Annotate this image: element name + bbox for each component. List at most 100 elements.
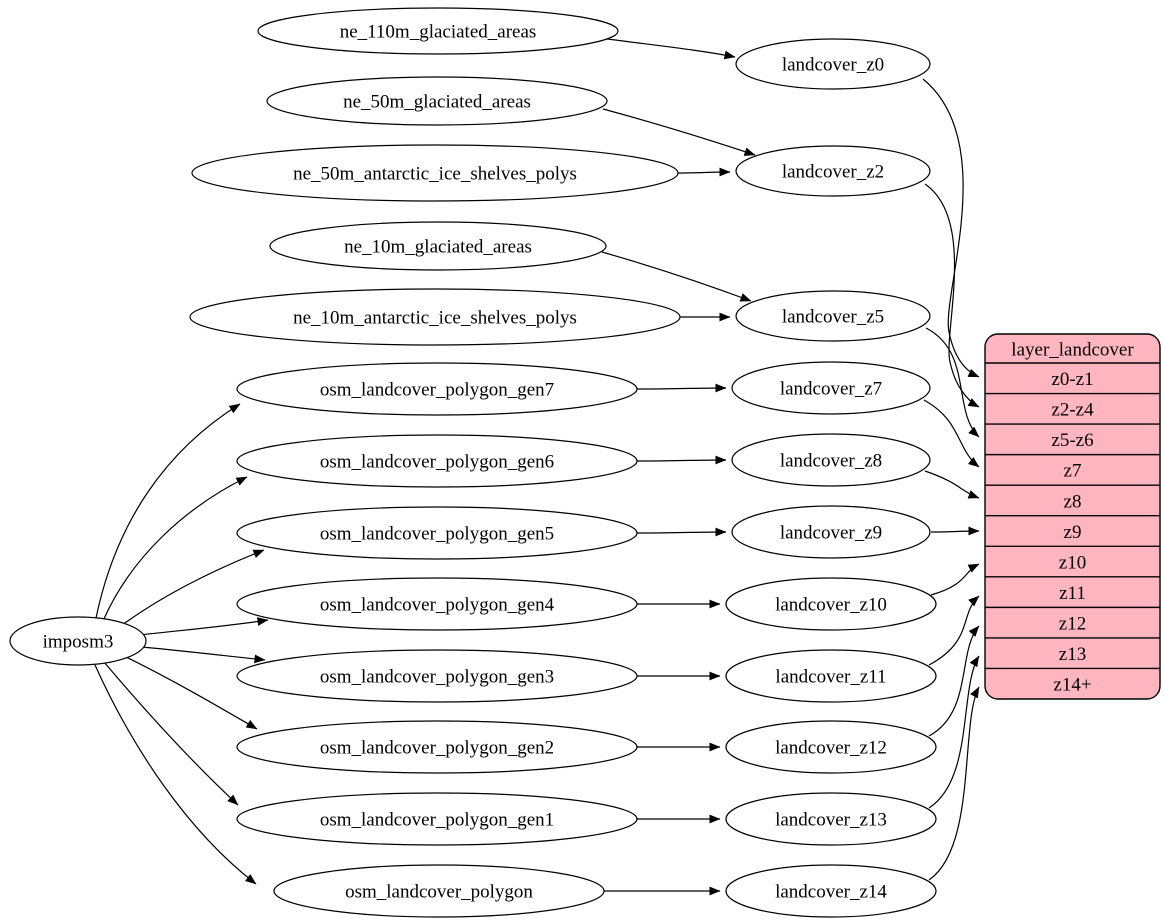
node-ellipse bbox=[735, 290, 931, 342]
node-ne_50m_glaciated_areas: ne_50m_glaciated_areas bbox=[266, 76, 608, 126]
edge-ne_110m_glaciated_areas-to-landcover_z0 bbox=[599, 37, 736, 60]
node-label: ne_50m_antarctic_ice_shelves_polys bbox=[293, 163, 577, 184]
node-label: landcover_z8 bbox=[780, 450, 882, 471]
edge-imposm3-to-osm_landcover_polygon_gen4 bbox=[139, 617, 269, 636]
node-label: landcover_z7 bbox=[780, 378, 882, 399]
table-layer_landcover: layer_landcoverz0-z1z2-z4z5-z6z7z8z9z10z… bbox=[984, 333, 1161, 700]
edge-landcover_z14-to-row_z14+ bbox=[928, 686, 980, 881]
table-row-label-z14+: z14+ bbox=[1053, 675, 1091, 696]
node-ellipse bbox=[731, 433, 931, 487]
node-ellipse bbox=[236, 362, 638, 416]
edge-imposm3-to-osm_landcover_polygon_gen6 bbox=[102, 476, 248, 622]
table-row-label-z2-z4: z2-z4 bbox=[1051, 400, 1094, 421]
node-ne_10m_antarctic_ice_shelves_polys: ne_10m_antarctic_ice_shelves_polys bbox=[189, 288, 681, 346]
node-label: landcover_z14 bbox=[775, 881, 887, 902]
node-ellipse bbox=[257, 7, 619, 55]
node-ellipse bbox=[725, 720, 937, 774]
node-label: osm_landcover_polygon_gen7 bbox=[320, 379, 554, 400]
node-ellipse bbox=[236, 506, 638, 560]
node-ellipse bbox=[236, 720, 638, 774]
node-landcover_z0: landcover_z0 bbox=[735, 38, 931, 90]
edge-landcover_z13-to-row_z13 bbox=[928, 655, 980, 809]
node-ne_110m_glaciated_areas: ne_110m_glaciated_areas bbox=[257, 7, 619, 55]
node-ellipse bbox=[725, 577, 937, 631]
table-row-label-z0-z1: z0-z1 bbox=[1051, 369, 1093, 390]
node-label: landcover_z2 bbox=[782, 161, 884, 182]
node-label: ne_10m_antarctic_ice_shelves_polys bbox=[293, 307, 577, 328]
edge-ne_50m_antarctic_ice_shelves_polys-to-landcover_z2 bbox=[677, 167, 731, 177]
node-ellipse bbox=[266, 76, 608, 126]
node-label: landcover_z10 bbox=[775, 594, 887, 615]
edge-landcover_z2-to-row_z2-z4 bbox=[924, 183, 980, 408]
edge-landcover_z9-to-row_z9 bbox=[930, 526, 980, 536]
node-landcover_z9: landcover_z9 bbox=[731, 505, 931, 559]
node-osm_landcover_polygon_gen7: osm_landcover_polygon_gen7 bbox=[236, 362, 638, 416]
node-ellipse bbox=[731, 505, 931, 559]
edge-ne_10m_glaciated_areas-to-landcover_z5 bbox=[601, 251, 752, 302]
node-osm_landcover_polygon_gen5: osm_landcover_polygon_gen5 bbox=[236, 506, 638, 560]
node-ellipse bbox=[236, 434, 638, 488]
node-label: osm_landcover_polygon_gen1 bbox=[320, 809, 554, 830]
node-ellipse bbox=[191, 144, 679, 202]
edge-osm_landcover_polygon_gen5-to-landcover_z9 bbox=[636, 527, 727, 537]
node-ellipse bbox=[725, 792, 937, 846]
node-label: landcover_z9 bbox=[780, 522, 882, 543]
node-osm_landcover_polygon_gen1: osm_landcover_polygon_gen1 bbox=[236, 792, 638, 846]
node-ellipse bbox=[735, 38, 931, 90]
node-landcover_z8: landcover_z8 bbox=[731, 433, 931, 487]
table-row-label-z12: z12 bbox=[1059, 613, 1086, 634]
node-label: osm_landcover_polygon_gen5 bbox=[320, 523, 554, 544]
edge-imposm3-to-osm_landcover_polygon bbox=[94, 664, 257, 885]
node-landcover_z14: landcover_z14 bbox=[725, 864, 937, 918]
edge-imposm3-to-osm_landcover_polygon_gen7 bbox=[95, 403, 241, 619]
node-label: ne_10m_glaciated_areas bbox=[344, 236, 532, 257]
node-landcover_z11: landcover_z11 bbox=[725, 649, 937, 703]
node-landcover_z5: landcover_z5 bbox=[735, 290, 931, 342]
node-label: osm_landcover_polygon_gen3 bbox=[320, 666, 554, 687]
node-label: landcover_z13 bbox=[775, 809, 887, 830]
node-osm_landcover_polygon: osm_landcover_polygon bbox=[273, 864, 605, 918]
table-row-label-z7: z7 bbox=[1064, 461, 1082, 482]
edge-landcover_z7-to-row_z7 bbox=[923, 399, 980, 468]
node-label: osm_landcover_polygon_gen6 bbox=[320, 451, 554, 472]
node-osm_landcover_polygon_gen4: osm_landcover_polygon_gen4 bbox=[236, 577, 638, 631]
edge-landcover_z12-to-row_z12 bbox=[928, 625, 980, 737]
table-row-label-z9: z9 bbox=[1064, 522, 1082, 543]
edge-osm_landcover_polygon_gen6-to-landcover_z8 bbox=[636, 455, 727, 465]
node-label: osm_landcover_polygon_gen2 bbox=[320, 737, 554, 758]
node-label: imposm3 bbox=[43, 631, 114, 652]
node-ellipse bbox=[725, 864, 937, 918]
edge-landcover_z10-to-row_z10 bbox=[930, 563, 980, 596]
edge-osm_landcover_polygon_gen7-to-landcover_z7 bbox=[636, 383, 727, 393]
node-landcover_z10: landcover_z10 bbox=[725, 577, 937, 631]
node-ne_50m_antarctic_ice_shelves_polys: ne_50m_antarctic_ice_shelves_polys bbox=[191, 144, 679, 202]
table-row-label-z8: z8 bbox=[1064, 491, 1082, 512]
node-osm_landcover_polygon_gen3: osm_landcover_polygon_gen3 bbox=[236, 649, 638, 703]
edge-ne_50m_glaciated_areas-to-landcover_z2 bbox=[602, 108, 756, 156]
table-title: layer_landcover bbox=[1011, 339, 1134, 360]
edge-landcover_z0-to-row_z0-z1 bbox=[922, 78, 980, 378]
node-landcover_z12: landcover_z12 bbox=[725, 720, 937, 774]
node-landcover_z13: landcover_z13 bbox=[725, 792, 937, 846]
node-ellipse bbox=[269, 221, 607, 271]
node-landcover_z2: landcover_z2 bbox=[735, 145, 931, 197]
node-ellipse bbox=[236, 649, 638, 703]
edge-landcover_z11-to-row_z11 bbox=[928, 595, 980, 666]
node-ellipse bbox=[725, 649, 937, 703]
node-ellipse bbox=[731, 361, 931, 415]
node-label: ne_50m_glaciated_areas bbox=[343, 91, 531, 112]
node-label: landcover_z12 bbox=[775, 737, 887, 758]
edges-layer bbox=[94, 37, 980, 896]
edge-landcover_z8-to-row_z8 bbox=[924, 470, 980, 499]
edge-imposm3-to-osm_landcover_polygon_gen5 bbox=[117, 549, 265, 629]
node-label: landcover_z0 bbox=[782, 54, 884, 75]
node-landcover_z7: landcover_z7 bbox=[731, 361, 931, 415]
node-imposm3: imposm3 bbox=[9, 616, 147, 666]
node-ne_10m_glaciated_areas: ne_10m_glaciated_areas bbox=[269, 221, 607, 271]
table-row-label-z11: z11 bbox=[1059, 583, 1086, 604]
node-label: landcover_z5 bbox=[782, 306, 884, 327]
edge-imposm3-to-osm_landcover_polygon_gen2 bbox=[121, 654, 258, 730]
table-row-label-z10: z10 bbox=[1059, 552, 1086, 573]
